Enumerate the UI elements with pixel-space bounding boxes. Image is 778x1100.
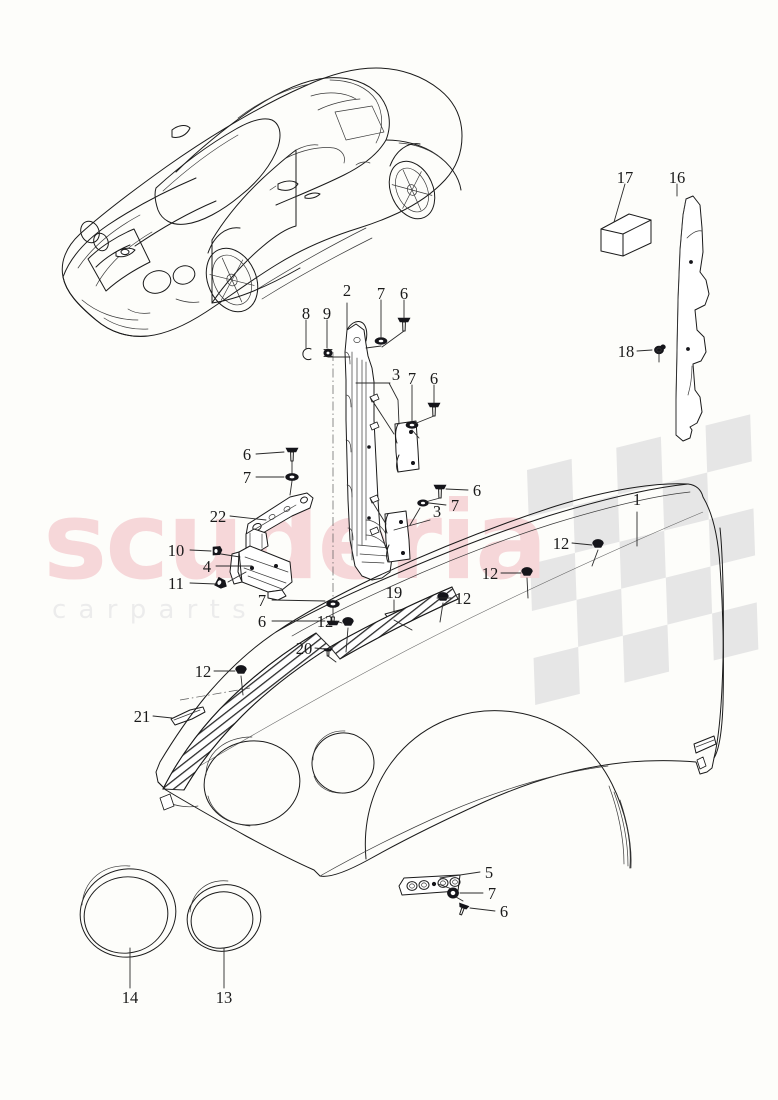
part-18-clip [654, 344, 666, 355]
part-3-mounting-plate-upper [394, 420, 420, 473]
part-13-headlamp-seal-small [186, 880, 262, 952]
callout-11: 11 [168, 574, 184, 593]
callout-2: 2 [343, 281, 351, 300]
callout-22: 22 [210, 507, 227, 526]
callout-6-a: 6 [400, 284, 408, 303]
callout-4: 4 [203, 557, 211, 576]
callout-7-d: 7 [451, 496, 459, 515]
callout-9: 9 [323, 304, 331, 323]
part-2-inner-wing-support-rail [332, 321, 393, 600]
callout-3-lower: 3 [433, 502, 441, 521]
checkered-flag-watermark [527, 414, 759, 705]
part-14-headlamp-seal-large [79, 865, 177, 958]
fastener-bolts-6 [285, 317, 470, 916]
callout-13: 13 [216, 988, 233, 1007]
callout-16: 16 [669, 168, 686, 187]
callout-7-a: 7 [377, 284, 385, 303]
callout-14: 14 [122, 988, 139, 1007]
part-3-mounting-plate-lower [384, 510, 411, 563]
callout-10: 10 [168, 541, 185, 560]
callout-17: 17 [617, 168, 634, 187]
rear-wheel [388, 143, 436, 220]
vehicle-illustration [61, 67, 463, 337]
callout-7-f: 7 [488, 884, 496, 903]
callout-8: 8 [302, 304, 310, 323]
part-4-bracket-assembly [229, 528, 293, 601]
part-10-nut-clip [212, 546, 223, 556]
watermark-sub-text: c a r p a r t s [52, 595, 248, 625]
callout-12-d: 12 [317, 612, 334, 631]
part-17-foam-block [600, 213, 652, 257]
callout-19: 19 [386, 583, 403, 602]
leader-lines [129, 183, 678, 989]
callout-21: 21 [134, 707, 151, 726]
callout-6-e: 6 [258, 612, 266, 631]
callout-7-b: 7 [408, 369, 416, 388]
callout-6-c: 6 [243, 445, 251, 464]
callout-6-b: 6 [430, 369, 438, 388]
callout-number-group: 1 2 3 3 4 5 6 6 6 6 6 6 7 7 7 7 7 7 8 9 … [122, 168, 686, 1007]
part-5-lower-mounting-strip [398, 874, 461, 896]
part-8-grommet [302, 347, 312, 361]
part-1-front-wing-fender [155, 483, 724, 877]
part-16-wheel-arch-liner-trim [675, 195, 710, 442]
callout-20: 20 [296, 639, 313, 658]
callout-6-d: 6 [473, 481, 481, 500]
callout-12-c: 12 [455, 589, 472, 608]
part-20-screw-small [323, 648, 333, 657]
callout-7-e: 7 [258, 591, 266, 610]
callout-3-upper: 3 [392, 365, 400, 384]
part-21-end-cap [170, 706, 206, 726]
fastener-clips-12 [235, 539, 604, 674]
watermark-layer: scuderia c a r p a r t s [43, 414, 759, 705]
front-wheel [205, 227, 259, 313]
callout-12-a: 12 [553, 534, 570, 553]
callout-5: 5 [485, 863, 493, 882]
callout-7-c: 7 [243, 468, 251, 487]
part-9-spacer-sleeve [323, 348, 333, 358]
callout-1: 1 [633, 490, 641, 509]
callout-18: 18 [618, 342, 635, 361]
callout-12-e: 12 [195, 662, 212, 681]
callout-12-b: 12 [482, 564, 499, 583]
callout-6-f: 6 [500, 902, 508, 921]
